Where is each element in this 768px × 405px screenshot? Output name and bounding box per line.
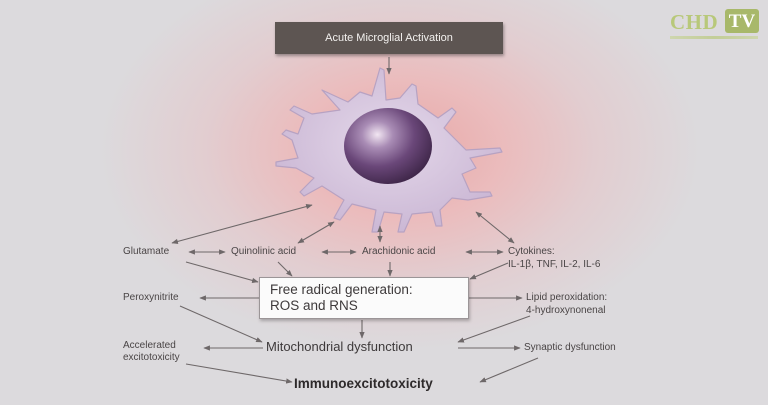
immunoexcitotoxicity-label: Immunoexcitotoxicity xyxy=(294,376,433,391)
logo-underline xyxy=(670,36,758,39)
free-radical-title: Free radical generation: xyxy=(270,282,413,297)
free-radical-subtitle: ROS and RNS xyxy=(270,298,358,313)
logo-tv-text: TV xyxy=(725,9,759,33)
accelerated-label: Accelerated xyxy=(123,340,176,351)
title-box: Acute Microglial Activation xyxy=(275,22,503,54)
chdtv-logo: CHD TV xyxy=(670,8,760,42)
microglia-cell-icon xyxy=(275,67,503,233)
lipid-peroxidation-label: Lipid peroxidation: xyxy=(526,292,608,303)
hydroxynonenal-label: 4-hydroxynonenal xyxy=(526,305,606,316)
cytokines-label: Cytokines: xyxy=(508,246,555,257)
arachidonic-acid-label: Arachidonic acid xyxy=(362,246,436,257)
glutamate-label: Glutamate xyxy=(123,246,170,257)
nucleus-icon xyxy=(344,108,432,184)
cytokines-list-label: IL-1β, TNF, IL-2, IL-6 xyxy=(508,259,601,270)
excitotoxicity-label: excitotoxicity xyxy=(123,352,180,363)
quinolinic-acid-label: Quinolinic acid xyxy=(231,246,297,257)
mitochondrial-dysfunction-label: Mitochondrial dysfunction xyxy=(266,339,413,354)
synaptic-dysfunction-label: Synaptic dysfunction xyxy=(524,342,616,353)
pathway-arrows xyxy=(171,57,539,384)
logo-chd-text: CHD xyxy=(670,10,719,34)
peroxynitrite-label: Peroxynitrite xyxy=(123,292,179,303)
free-radical-box: Free radical generation: ROS and RNS xyxy=(259,277,469,319)
